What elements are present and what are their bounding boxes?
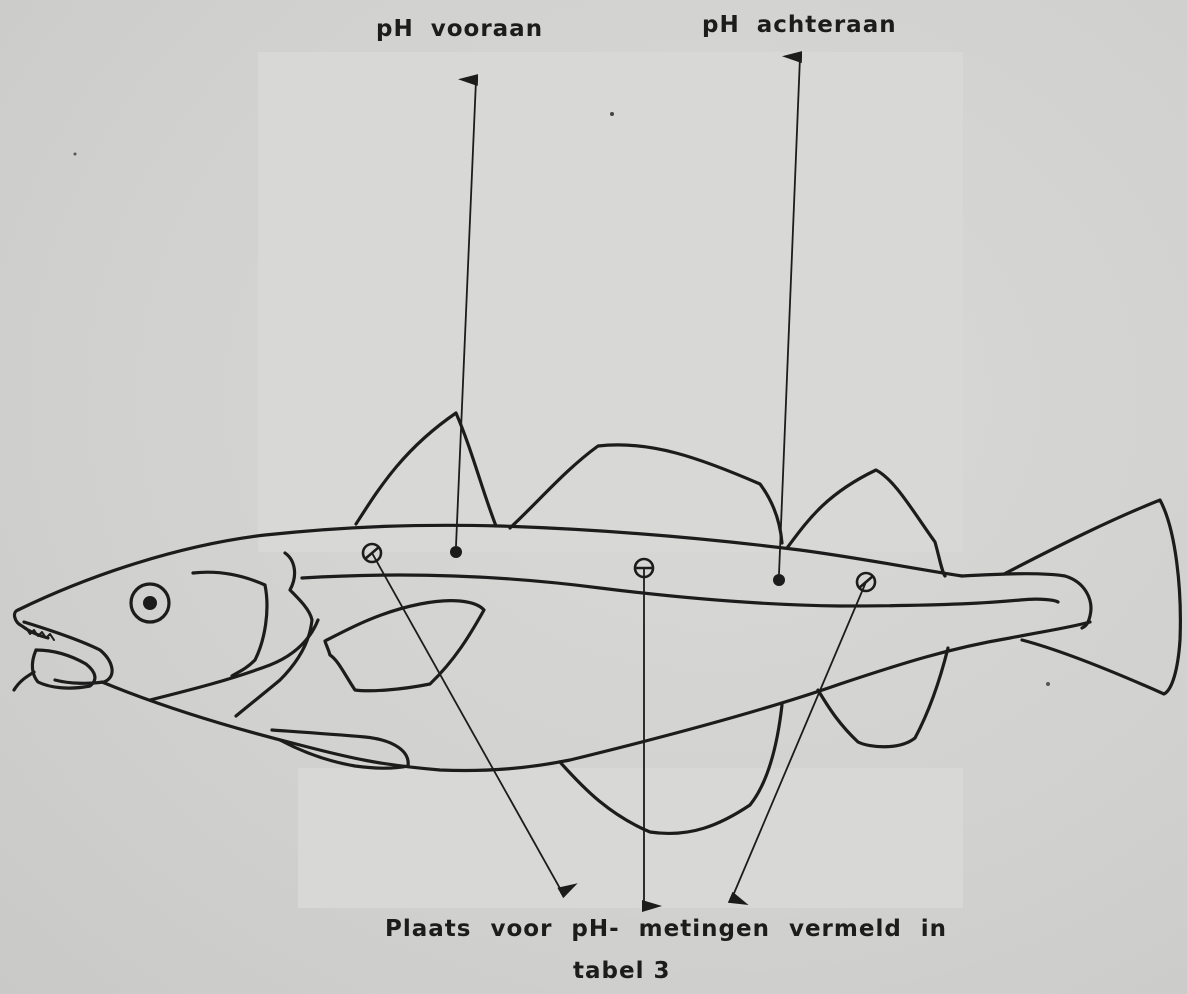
ph-point-back-dot [773, 574, 785, 586]
anal-fin-1 [560, 705, 782, 833]
eye-icon [131, 584, 169, 622]
speck [74, 153, 77, 156]
lateral-line [302, 575, 1058, 606]
arrow-ph-front [456, 80, 476, 546]
arrow-site-3 [732, 582, 866, 898]
anal-fin-2 [818, 648, 948, 747]
dorsal-fin-1 [356, 413, 496, 526]
upper-jaw [24, 622, 112, 683]
body-lower-outline [102, 622, 1090, 771]
pectoral-fin [325, 601, 484, 691]
ph-point-front-dot [450, 546, 462, 558]
gill-cover-line [193, 572, 267, 676]
caption-line-2: tabel 3 [573, 958, 670, 984]
caption-line-1: Plaats voor pH- metingen vermeld in [385, 916, 947, 942]
speck [610, 112, 614, 116]
speck [1046, 682, 1050, 686]
label-ph-front: pH vooraan [376, 16, 543, 42]
label-ph-back: pH achteraan [702, 12, 897, 38]
body-upper-outline [18, 525, 962, 610]
arrow-site-1 [372, 553, 562, 892]
chin-barbel [14, 672, 34, 690]
caudal-fin [1004, 500, 1180, 694]
gill-line-2 [150, 620, 318, 700]
arrow-ph-back [779, 57, 800, 574]
